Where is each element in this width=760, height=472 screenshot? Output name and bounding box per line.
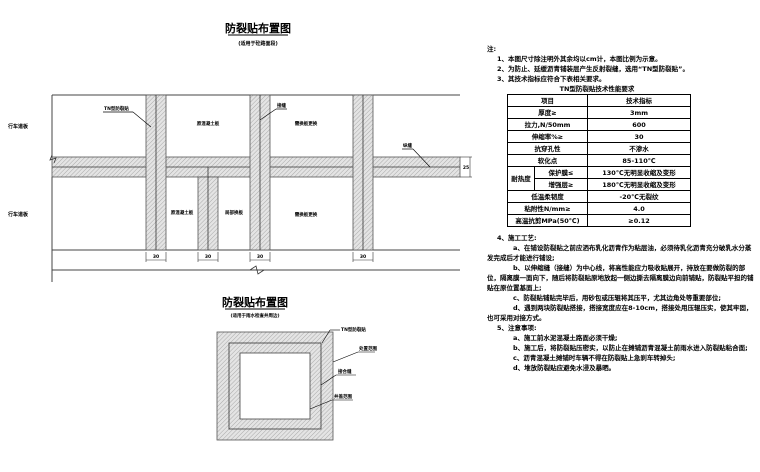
cell: ≥0.12 <box>587 214 691 227</box>
slab-label: 局部换板 <box>225 209 243 216</box>
cell: 30 <box>587 130 691 143</box>
cell: 180℃无明显收缩及变形 <box>587 178 691 191</box>
cell: 抗穿孔性 <box>507 142 588 155</box>
table-row: 粘附性N/mm≥4.0 <box>507 202 691 215</box>
section-item: a、施工前水泥混凝土路面必须干燥; <box>513 334 618 342</box>
slab-label: 原混凝土板 <box>171 209 194 216</box>
cell: 保护膜≤ <box>534 166 588 179</box>
dim-label: 30 <box>205 254 211 260</box>
slab-label: 需换板更换 <box>295 120 318 127</box>
cell: 4.0 <box>587 202 691 215</box>
slab-label: 需换板更换 <box>295 211 318 218</box>
cell: 低温柔韧度 <box>507 190 588 203</box>
cell: 耐热度 <box>507 166 535 191</box>
cell: 600 <box>587 118 691 131</box>
callout-seam: 接合缝 <box>338 368 352 375</box>
section-title: 5、注意事项: <box>497 324 537 332</box>
section-item: c、沥青混凝土摊铺时车辆不得在防裂贴上急刹车转掉头; <box>513 354 676 362</box>
section-item: b、施工后，将防裂贴压密实，以防止在摊铺沥青混凝土前雨水进入防裂贴粘合面; <box>513 344 748 352</box>
slab-label: 原混凝土板 <box>197 120 220 127</box>
header-cell: 技术指标 <box>587 94 691 107</box>
cell: 软化点 <box>507 154 588 167</box>
callout-joint: 接缝 <box>277 102 286 109</box>
plan2-subtitle: (适用于雨水检查井周边) <box>230 312 279 319</box>
plan1-subtitle: (适用于砼路面段) <box>238 40 278 47</box>
manhole-plan <box>216 331 334 441</box>
note-item: 3、其技术指标应符合下表相关要求。 <box>497 75 606 83</box>
cell: 拉力,N/50mm <box>507 118 588 131</box>
section-item: c、防裂贴铺贴完毕后，用砂包或压辊将其压平，尤其边角处等重要部位; <box>513 294 721 302</box>
table-title: TN型防裂贴技术性能要求 <box>559 85 635 93</box>
section-item: d、遇到两块防裂贴搭接，搭接宽度应在8-10cm，搭接处用压辊压实，使其牢固，也… <box>487 304 753 322</box>
plan1-title: 防裂贴布置图 <box>225 21 291 35</box>
table-row: 厚度≥3mm <box>507 106 691 119</box>
dim-strip-width: 25 <box>463 165 469 171</box>
notes-heading: 注: <box>487 45 497 53</box>
pavement-plan <box>49 94 472 282</box>
table-row: 增强层≥180℃无明显收缩及变形 <box>508 178 691 191</box>
cell: 高温抗剪MPa(50℃) <box>507 214 588 227</box>
cell: 85-110℃ <box>587 154 691 167</box>
callout-tn-strip: TN型防裂贴 <box>104 105 129 112</box>
dimension-marks <box>145 252 374 262</box>
note-item: 2、为防止、延缓沥青铺装层产生反射裂缝，选用“TN型防裂贴”。 <box>497 65 689 73</box>
lane-label-bottom: 行车道板 <box>7 211 29 218</box>
section-item: a、在铺设防裂贴之前应洒布乳化沥青作为粘层油，必须待乳化沥青充分破乳水分蒸发完成… <box>487 244 752 262</box>
table-row: 伸缩率%≥30 <box>507 130 691 143</box>
cell: 粘附性N/mm≥ <box>507 202 588 215</box>
cell: 增强层≥ <box>534 178 588 191</box>
dim-label: 30 <box>153 254 159 260</box>
table-header: 项目技术指标 <box>507 94 691 107</box>
section-item: b、以伸缩缝（接缝）为中心线，将高性能应力吸收贴展开，持放在要做防裂的部位，隔离… <box>487 264 754 292</box>
dim-label: 30 <box>360 254 366 260</box>
callout-well: 井盖范围 <box>334 393 352 400</box>
callout-long-joint: 纵缝 <box>403 142 412 149</box>
section-title: 4、施工工艺: <box>497 234 537 242</box>
cell: 不渗水 <box>587 142 691 155</box>
cell: 3mm <box>587 106 691 119</box>
section-item: d、堆放防裂贴应避免水浸及暴晒。 <box>513 364 616 372</box>
dim-label: 30 <box>257 254 263 260</box>
callout-edge: 处置范围 <box>358 345 377 352</box>
callout-tn-ring: TN型防裂贴 <box>341 326 366 333</box>
cell: 伸缩率%≥ <box>507 130 588 143</box>
table-row: 低温柔韧度-20℃无裂纹 <box>507 190 691 203</box>
lane-label-top: 行车道板 <box>7 123 29 130</box>
cell: -20℃无裂纹 <box>587 190 691 203</box>
cell: 130℃无明显收缩及变形 <box>587 166 691 179</box>
plan2-title: 防裂贴布置图 <box>222 295 288 309</box>
table-row: 耐热度保护膜≤130℃无明显收缩及变形 <box>507 166 691 191</box>
table-row: 抗穿孔性不渗水 <box>507 142 691 155</box>
table-row: 高温抗剪MPa(50℃)≥0.12 <box>507 214 691 227</box>
note-item: 1、本图尺寸除注明外其余均以cm计，本图比例为示意。 <box>497 55 662 63</box>
cell: 厚度≥ <box>507 106 588 119</box>
header-cell: 项目 <box>507 94 588 107</box>
notes-panel: 注: 1、本图尺寸除注明外其余均以cm计，本图比例为示意。 2、为防止、延缓沥青… <box>487 44 757 373</box>
